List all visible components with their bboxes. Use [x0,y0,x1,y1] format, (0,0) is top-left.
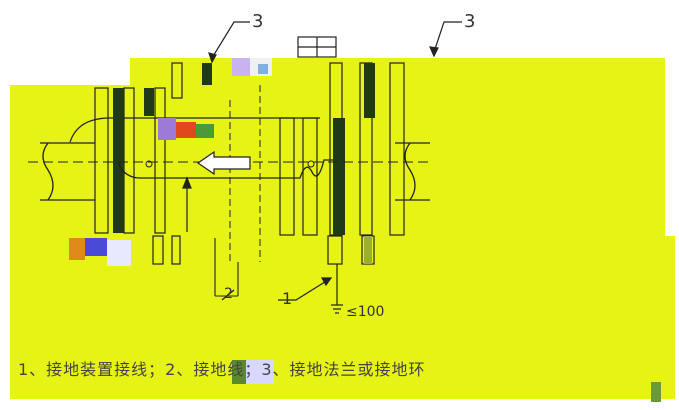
callout-1: 1 [282,289,292,308]
flow-direction-arrow [196,150,251,176]
wire-terminal-right [307,160,315,168]
pipe-left [40,142,95,201]
meter-body-arc [69,117,320,143]
right-gasket-bottom [364,236,372,264]
callout-3-ring [202,63,212,85]
left-gasket-top [144,88,154,116]
top-instrument [297,36,337,58]
left-gasket [113,88,124,233]
callout-3-left: 3 [252,11,263,32]
up-arrow [182,176,192,232]
callout-leaders [208,21,462,301]
grounding-wire [117,159,334,179]
artifact-patches [69,58,661,402]
callout-3-right: 3 [464,11,475,32]
left-flange-group [94,62,183,265]
right-gasket [333,118,345,235]
callout-2: 2 [224,286,233,302]
diagram-caption: 1、接地装置接线；2、接地线；3、接地法兰或接地环 [18,360,426,379]
pipe-right [395,142,430,201]
wire-terminal-left [145,160,153,168]
right-gasket-top [364,63,375,118]
earth-electrode [331,264,343,314]
dimension-label: ≤100 [346,304,384,320]
